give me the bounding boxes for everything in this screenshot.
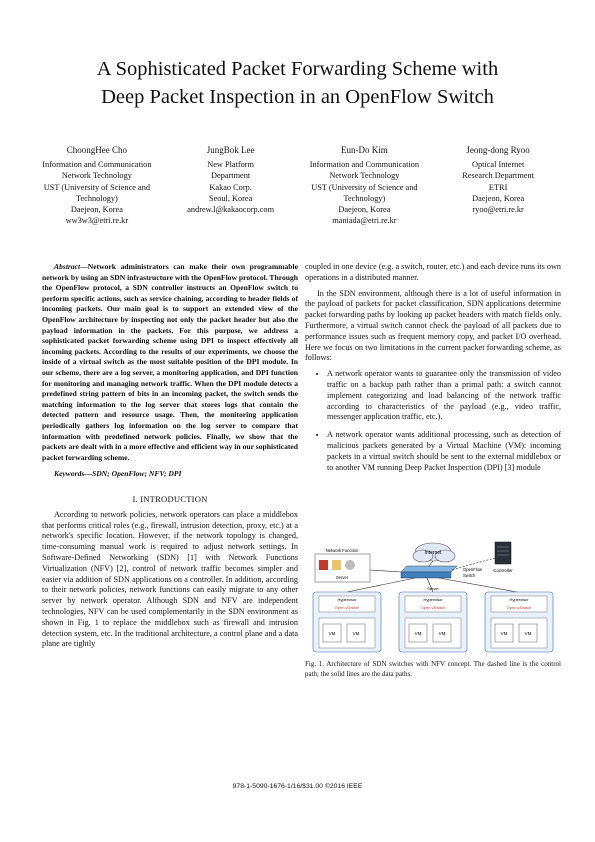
magnifier-icon xyxy=(345,560,355,570)
author-location: Daejeon, Korea xyxy=(472,193,525,203)
vm-label: VM xyxy=(415,631,422,636)
data-path-line xyxy=(369,569,402,573)
author-affil: Information and Communication xyxy=(309,160,419,170)
server-label: Server xyxy=(427,586,439,591)
hypervisor-label: Hypervisor xyxy=(423,597,443,602)
author-location: Daejeon, Korea xyxy=(70,205,123,215)
data-path-line xyxy=(346,577,416,593)
author-affil: Optical Internet xyxy=(471,160,525,170)
vm-label: VM xyxy=(439,631,446,636)
author-affil: Information and Communication xyxy=(42,160,152,170)
author-affil: Research Department xyxy=(462,171,534,181)
paragraph-continued: coupled in one device (e.g. a switch, ro… xyxy=(305,262,561,282)
author-affil: Technology) xyxy=(75,193,118,203)
server-label-nf: Server xyxy=(336,575,349,580)
internet-label: Internet xyxy=(425,550,443,556)
openflow-label: OpenFlow xyxy=(463,567,483,572)
title-line-2: Deep Packet Inspection in an OpenFlow Sw… xyxy=(101,86,494,108)
author-email: maniada@etri.re.kr xyxy=(332,216,397,226)
ids-icon xyxy=(332,560,341,570)
paper-title: A Sophisticated Packet Forwarding Scheme… xyxy=(40,55,555,111)
switch-label: Switch xyxy=(463,573,476,578)
author-email: ww3w3@etri.re.kr xyxy=(65,216,129,226)
control-path-line xyxy=(450,557,496,571)
title-line-1: A Sophisticated Packet Forwarding Scheme… xyxy=(96,58,499,80)
abstract: Abstract—Network administrators can make… xyxy=(42,262,298,463)
vm-label: VM xyxy=(501,631,508,636)
author-name: Eun-Do Kim xyxy=(341,145,388,155)
copyright-footer: 978-1-5090-1676-1/16/$31.00 ©2016 IEEE xyxy=(232,783,363,790)
right-column: coupled in one device (e.g. a switch, ro… xyxy=(305,262,561,480)
openflow-switch-icon xyxy=(400,565,458,579)
vm-label: VM xyxy=(525,631,532,636)
author-affil: Network Technology xyxy=(329,171,400,181)
author-location: Seoul, Korea xyxy=(208,193,253,203)
section-heading-introduction: I. INTRODUCTION xyxy=(132,494,208,505)
figure-caption: Fig. 1. Architecture of SDN switches wit… xyxy=(305,660,561,678)
author-2: JungBok Lee New Platform Department Kaka… xyxy=(164,145,298,226)
author-name: JungBok Lee xyxy=(206,145,255,155)
author-affil: New Platform xyxy=(207,160,255,170)
author-block: ChoongHee Cho Information and Communicat… xyxy=(30,145,565,226)
author-email: ryoo@etri.re.kr xyxy=(472,205,524,215)
data-path-line xyxy=(428,560,434,567)
vswitch-label: Open vSwitch xyxy=(507,605,532,610)
left-column: Abstract—Network administrators can make… xyxy=(42,262,298,650)
author-3: Eun-Do Kim Information and Communication… xyxy=(298,145,432,226)
author-affil: Department xyxy=(211,171,251,181)
vswitch-label: Open vSwitch xyxy=(335,605,360,610)
author-email: andrew.l@kakaocorp.com xyxy=(187,205,275,215)
data-path-line xyxy=(426,577,434,593)
server-box-1 xyxy=(312,591,382,653)
limitations-list: A network operator wants to guarantee on… xyxy=(305,369,561,473)
intro-paragraph: According to network policies, network o… xyxy=(42,509,298,649)
hypervisor-label: Hypervisor xyxy=(337,597,357,602)
vm-label: VM xyxy=(329,631,336,636)
author-1: ChoongHee Cho Information and Communicat… xyxy=(30,145,164,226)
author-affil: UST (University of Science and xyxy=(311,182,418,192)
author-affil: Kakao Corp. xyxy=(209,182,252,192)
author-affil: ETRI xyxy=(488,182,508,192)
abstract-text: —Network administrators can make their o… xyxy=(42,262,298,462)
controller-label: Controller xyxy=(493,568,513,573)
author-name: Jeong-dong Ryoo xyxy=(466,145,530,155)
abstract-label: Abstract xyxy=(54,262,81,271)
vswitch-label: Open vSwitch xyxy=(421,605,446,610)
keywords: Keywords—SDN; OpenFlow; NFV; DPI xyxy=(54,469,182,479)
list-item: A network operator wants additional proc… xyxy=(327,430,561,473)
vm-label: VM xyxy=(353,631,360,636)
firewall-icon xyxy=(319,560,328,570)
author-affil: Technology) xyxy=(343,193,386,203)
sdn-paragraph: In the SDN environment, although there i… xyxy=(305,288,561,363)
nf-label: Network Function xyxy=(326,548,359,553)
author-4: Jeong-dong Ryoo Optical Internet Researc… xyxy=(431,145,565,226)
controller-server-icon xyxy=(494,541,512,565)
data-path-line xyxy=(438,577,518,593)
author-affil: Network Technology xyxy=(61,171,132,181)
server-box-3 xyxy=(484,591,554,653)
list-item: A network operator wants to guarantee on… xyxy=(327,369,561,423)
author-location: Daejeon, Korea xyxy=(338,205,391,215)
internet-cloud-icon xyxy=(412,542,456,563)
hypervisor-label: Hypervisor xyxy=(509,597,529,602)
server-box-2 xyxy=(398,591,468,653)
author-name: ChoongHee Cho xyxy=(66,145,127,155)
figure-1-architecture: Internet Controller Network Function Ser… xyxy=(312,541,554,653)
author-affil: UST (University of Science and xyxy=(43,182,151,192)
